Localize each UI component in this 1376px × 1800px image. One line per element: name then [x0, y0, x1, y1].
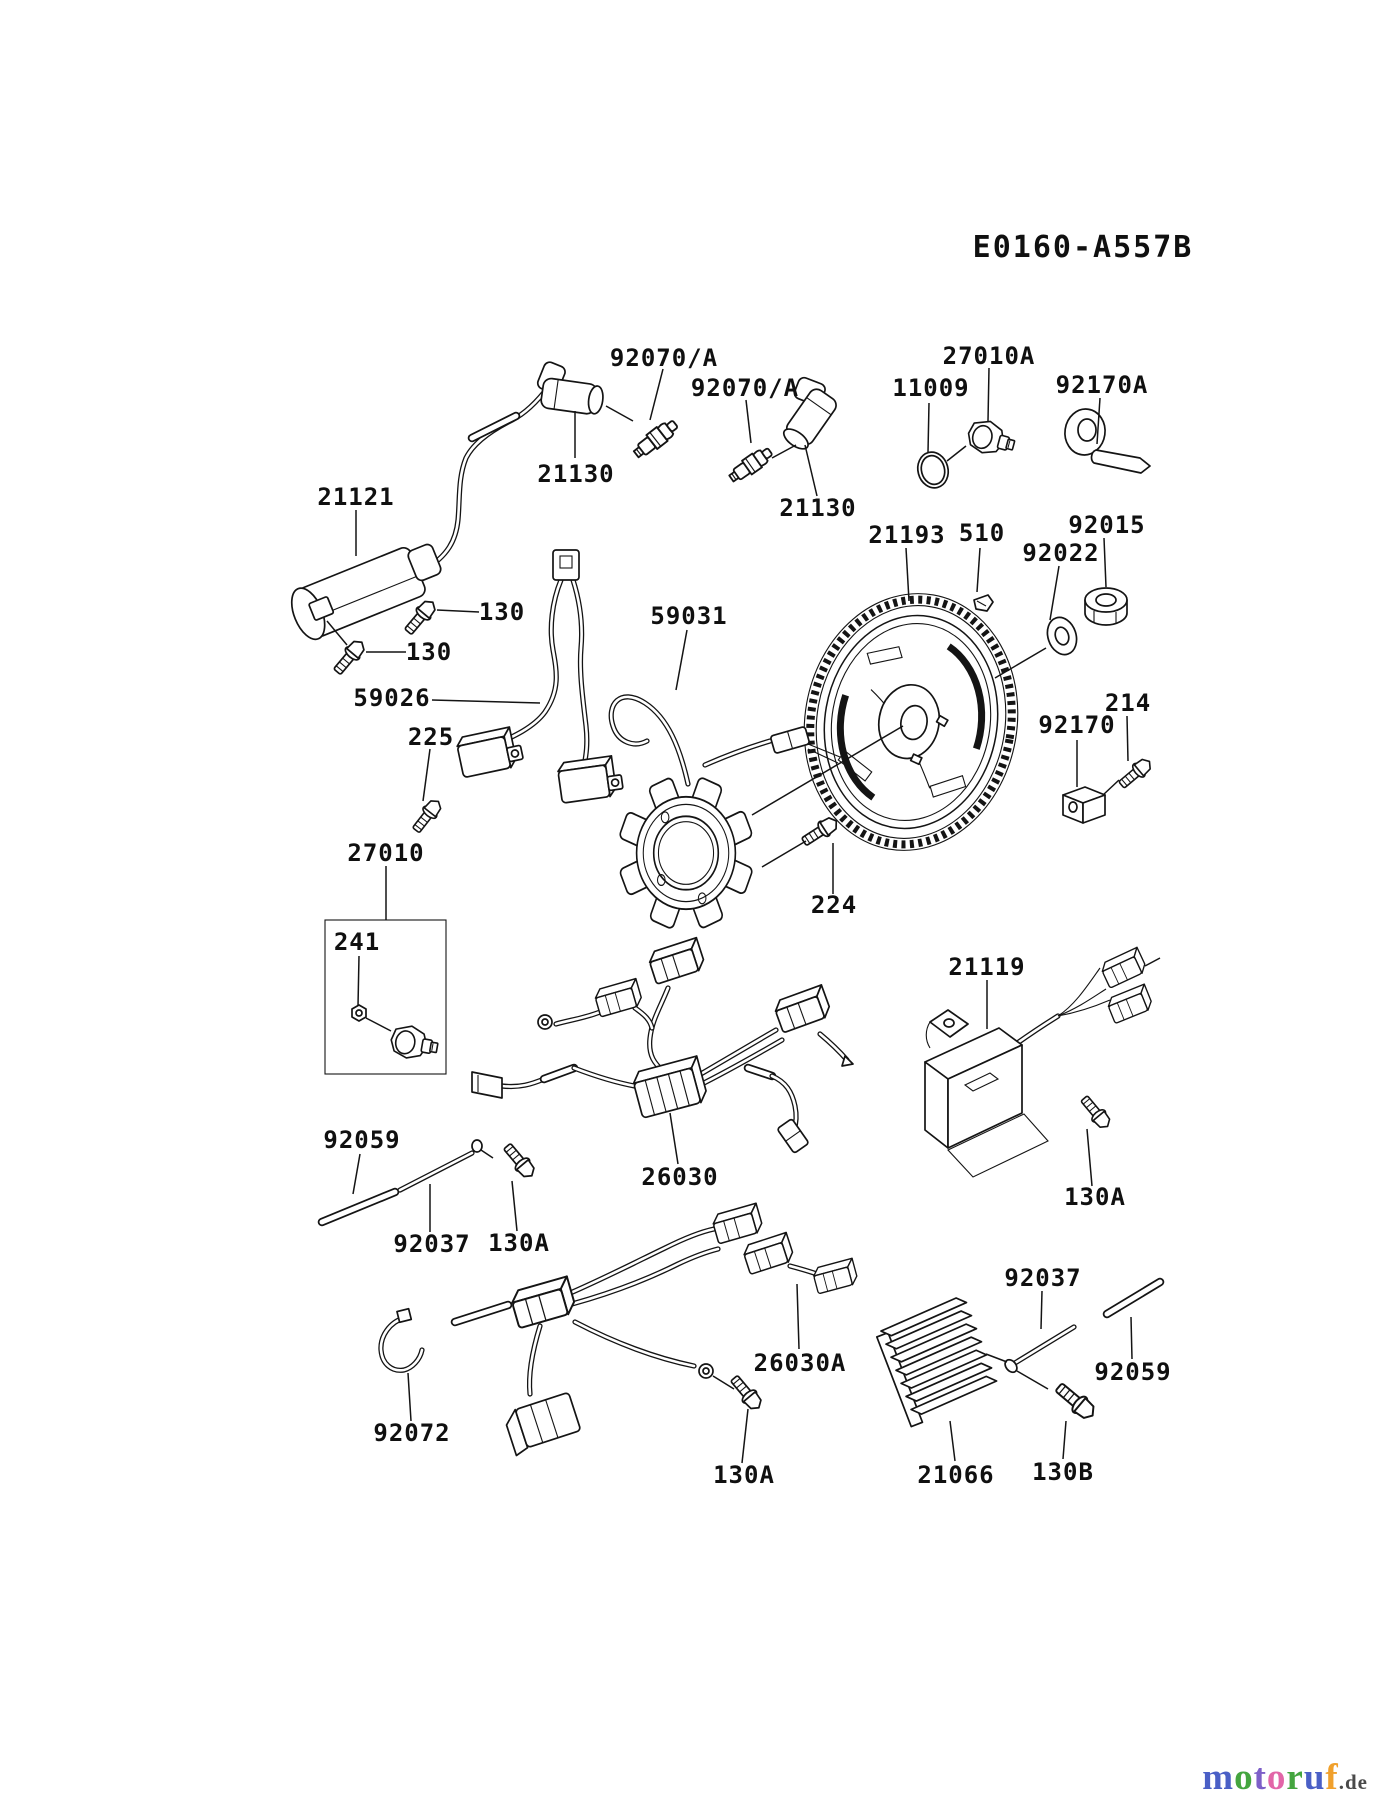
part-label-130-2: 130 — [406, 638, 452, 666]
oil-switch-27010a — [963, 416, 1019, 461]
part-label-225: 225 — [408, 723, 454, 751]
part-label-92072: 92072 — [373, 1419, 450, 1447]
terminal-clamp-92170a — [1064, 408, 1151, 474]
flywheel-nut-92015 — [1084, 587, 1128, 626]
bolt-130-2 — [329, 635, 370, 679]
part-label-21119: 21119 — [948, 953, 1025, 981]
bolt-225 — [408, 795, 446, 836]
part-label-11009: 11009 — [892, 374, 969, 402]
bolt-130a-bottom — [726, 1371, 767, 1415]
bolt-130-1 — [400, 595, 441, 639]
part-label-241: 241 — [334, 928, 380, 956]
part-label-92059-l: 92059 — [323, 1126, 400, 1154]
exciter-coil-harness — [454, 549, 625, 805]
nut-241 — [351, 1004, 367, 1022]
sub-harness-26030a — [450, 1202, 860, 1457]
clamp-92072 — [378, 1307, 425, 1373]
charging-coil-cable — [608, 694, 841, 787]
part-label-130a-r: 130A — [1064, 1183, 1126, 1211]
part-label-130b: 130B — [1032, 1458, 1094, 1486]
watermark-suffix: .de — [1338, 1770, 1368, 1794]
bolt-130a-left — [499, 1139, 540, 1183]
watermark-letter: f — [1325, 1757, 1339, 1798]
main-harness-26030 — [471, 936, 854, 1154]
part-label-59031: 59031 — [650, 602, 727, 630]
part-label-224: 224 — [811, 891, 857, 919]
oring-11009 — [916, 451, 950, 489]
part-label-92070a-2: 92070/A — [691, 374, 799, 402]
clamp-rod-92037-right — [1004, 1324, 1077, 1374]
part-label-21193: 21193 — [868, 521, 945, 549]
igniter-21119 — [924, 946, 1161, 1178]
leader-lines — [326, 367, 1133, 1464]
watermark-letter: o — [1266, 1757, 1287, 1798]
screw-214 — [1115, 754, 1156, 792]
part-label-26030: 26030 — [641, 1163, 718, 1191]
bolt-224 — [798, 812, 842, 850]
part-label-26030a: 26030A — [754, 1349, 847, 1377]
woodruff-key-510 — [973, 594, 994, 612]
part-label-27010: 27010 — [347, 839, 424, 867]
part-label-21130-2: 21130 — [779, 494, 856, 522]
part-label-21066: 21066 — [917, 1461, 994, 1489]
ignition-coil — [290, 543, 442, 641]
oil-switch-27010 — [387, 1022, 441, 1064]
part-label-59026: 59026 — [353, 684, 430, 712]
part-label-27010a: 27010A — [943, 342, 1036, 370]
part-label-21130-1: 21130 — [537, 460, 614, 488]
watermark-letter: u — [1303, 1757, 1326, 1798]
part-label-130a-b: 130A — [713, 1461, 775, 1489]
spark-plug-cap-1 — [532, 358, 608, 417]
watermark-letter: r — [1286, 1757, 1304, 1798]
igniter-connectors — [1098, 946, 1161, 1025]
part-label-92015: 92015 — [1068, 511, 1145, 539]
bolt-130a-right — [1077, 1092, 1115, 1133]
part-label-92037-r: 92037 — [1004, 1264, 1081, 1292]
part-label-92059-r: 92059 — [1094, 1358, 1171, 1386]
hightension-lead — [421, 383, 552, 573]
part-label-92022: 92022 — [1022, 539, 1099, 567]
diagram-code: E0160-A557B — [973, 230, 1194, 265]
part-label-92070a-1: 92070/A — [610, 344, 718, 372]
part-labels: 92070/A 92070/A 21130 21130 11009 27010A… — [317, 342, 1171, 1489]
stator-assembly — [619, 777, 753, 929]
tube-92059-right — [1102, 1277, 1165, 1319]
part-label-130a-l: 130A — [488, 1229, 550, 1257]
part-label-130-1: 130 — [479, 598, 525, 626]
watermark-letter: o — [1234, 1757, 1254, 1798]
watermark-letter: t — [1253, 1757, 1267, 1798]
regulator-21066 — [875, 1297, 998, 1428]
flywheel-ring-gear — [803, 593, 1019, 851]
part-label-510: 510 — [959, 519, 1005, 547]
spark-plug-1 — [629, 415, 682, 463]
part-label-92037-l: 92037 — [393, 1230, 470, 1258]
part-label-214: 214 — [1105, 689, 1151, 717]
part-label-21121: 21121 — [317, 483, 394, 511]
watermark-letter: m — [1202, 1757, 1235, 1798]
part-label-92170a: 92170A — [1056, 371, 1149, 399]
tube-92059-left — [317, 1187, 400, 1227]
plate-92170 — [1062, 786, 1106, 824]
watermark-link[interactable]: motoruf.de — [1202, 1759, 1368, 1796]
bolt-130b — [1051, 1378, 1100, 1425]
part-label-92170: 92170 — [1038, 711, 1115, 739]
washer-92022 — [1046, 616, 1078, 656]
spark-plug-2 — [725, 443, 776, 487]
clamp-rod-92037-left — [397, 1139, 494, 1193]
